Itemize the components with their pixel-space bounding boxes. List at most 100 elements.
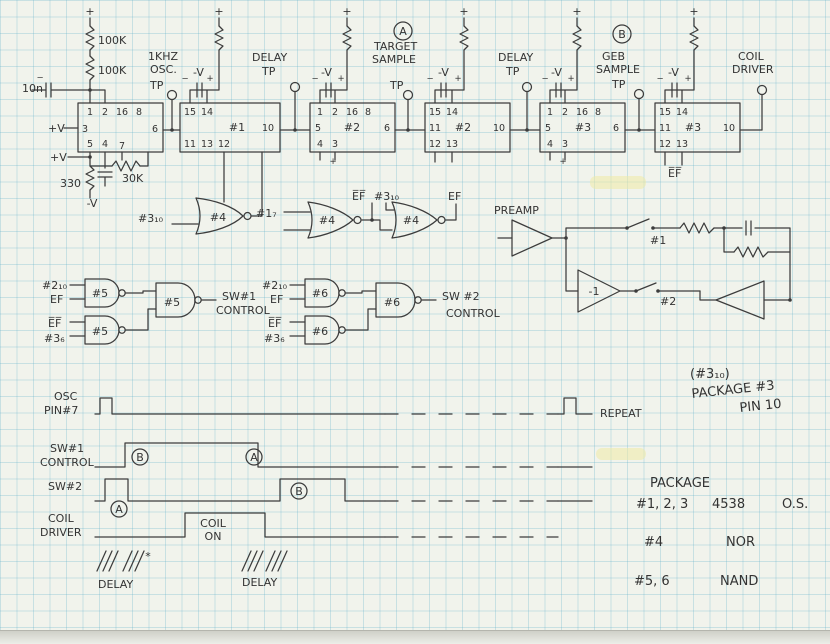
- preamp-label: PREAMP: [494, 204, 539, 217]
- gate4-io-wires: [171, 151, 263, 225]
- ic2-pin: 12: [218, 139, 230, 150]
- tp-label: TP: [261, 65, 276, 78]
- switch1-label: #1: [650, 234, 666, 247]
- nor4-label: #4: [210, 211, 226, 224]
- note-os: O.S.: [782, 497, 808, 512]
- note-g56: #5, 6: [634, 574, 670, 589]
- rc-col-4: [434, 17, 465, 104]
- test-point: [633, 88, 645, 100]
- resistor-30k-label: 30K: [122, 172, 144, 185]
- feedback-resistor-2: [733, 246, 769, 258]
- ic1-pin: 8: [136, 107, 142, 118]
- paper-bottom-edge: [0, 630, 830, 644]
- highlighter-smudges: [590, 176, 646, 460]
- junction-dots: [88, 88, 792, 302]
- feedback-cap: [713, 220, 791, 301]
- highlight-smudge: [596, 448, 646, 460]
- gate4c-wires: [385, 202, 457, 221]
- minusv-label: -V: [551, 66, 562, 79]
- nand6-input-wires: [289, 284, 306, 337]
- note-g4: #4: [644, 535, 663, 550]
- resistor-330: [85, 165, 95, 191]
- nand5-input-wires: [69, 284, 86, 337]
- rc-col-5-res: [572, 25, 582, 51]
- note-nand: NAND: [720, 574, 758, 589]
- nor4-label: #4: [319, 214, 335, 227]
- nand5-label: #5: [92, 287, 108, 300]
- ic4-pin: 10: [493, 123, 505, 134]
- circle-B-sw2: [290, 482, 308, 500]
- wave-coil: [94, 512, 386, 538]
- plus-mark: +: [206, 74, 213, 84]
- resistor-label: 100K: [98, 34, 127, 47]
- feedback-resistor-1: [679, 222, 715, 234]
- wave-label-coil: COIL: [48, 512, 75, 525]
- minus-mark: −: [541, 74, 548, 84]
- ic4-pin: 14: [446, 107, 458, 118]
- switch2-label: #2: [660, 295, 676, 308]
- input-ref-label: #2₁₀: [262, 279, 288, 292]
- minusv-label: -V: [438, 66, 449, 79]
- wave-sw1: [94, 442, 386, 468]
- plus-mark: +: [342, 5, 351, 18]
- nand5-io-wires: [124, 290, 217, 331]
- minus-mark: −: [181, 74, 188, 84]
- ic6-pin: 14: [676, 107, 688, 118]
- feedback-branch: [723, 227, 791, 253]
- wave-label-osc: PIN#7: [44, 404, 78, 417]
- highlight-smudge: [590, 176, 646, 189]
- osc-cap: [31, 82, 106, 104]
- wave-osc-repeat: [557, 397, 593, 415]
- delay-label: DELAY: [252, 51, 287, 64]
- test-point: [166, 89, 178, 101]
- ef-bar-label: E̅F̅: [352, 190, 366, 203]
- ic3-pin: 4: [317, 139, 323, 150]
- marker-A: A: [115, 503, 123, 516]
- input-ref-label: #3₁₀: [138, 212, 164, 225]
- circle-B-sw1: [131, 448, 149, 466]
- coil-on-label: ON: [205, 530, 222, 543]
- rc-col-6-res: [689, 25, 699, 51]
- ic2-pin: 10: [262, 123, 274, 134]
- plus-mark: +: [337, 74, 344, 84]
- circle-B-top: [612, 24, 632, 44]
- ef-bar-label: E̅F̅: [668, 167, 682, 180]
- sw1-control-label: SW#1: [222, 290, 256, 303]
- wave-label-coil: DRIVER: [40, 526, 82, 539]
- ic3-pin: 16: [346, 107, 358, 118]
- plus-mark: +: [454, 74, 461, 84]
- minusv-label: -V: [668, 66, 679, 79]
- test-point: [521, 81, 533, 93]
- ic2-label: #1: [229, 121, 245, 134]
- nand5-label: #5: [92, 325, 108, 338]
- tp-label: TP: [389, 79, 404, 92]
- plus-mark: +: [85, 5, 94, 18]
- plusv-label: +V: [48, 122, 65, 135]
- ic1-pin: 5: [87, 139, 93, 150]
- marker-B: B: [618, 28, 626, 41]
- input-ref-label: #1₇: [256, 207, 277, 220]
- inverter-wires: [565, 237, 701, 292]
- resistor-30k: [111, 160, 141, 172]
- marker-A: A: [399, 25, 407, 38]
- ic-box-3: [309, 102, 396, 153]
- ic3-label: #2: [344, 121, 360, 134]
- note-package: PACKAGE: [650, 476, 710, 491]
- inverter-label: -1: [589, 285, 600, 298]
- note-pin10: PIN 10: [739, 397, 782, 416]
- test-point: [402, 89, 414, 101]
- marker-B: B: [295, 485, 303, 498]
- target-sample-label: TARGET: [373, 40, 418, 53]
- rc-col-4-res: [459, 25, 469, 51]
- coil-driver-label: DRIVER: [732, 63, 774, 76]
- sw1-control-label: CONTROL: [216, 304, 271, 317]
- nor-gate-4c: [391, 201, 438, 239]
- ic1-pin: 16: [116, 107, 128, 118]
- bottom-pin-stubs: [319, 151, 683, 166]
- tp-label: TP: [611, 78, 626, 91]
- rc-col-5: [549, 17, 578, 104]
- switch-1: [626, 218, 681, 229]
- ic3-pin: 1: [317, 107, 323, 118]
- nor-gate-4b-bubble: [353, 215, 362, 225]
- rc-col-2: [189, 17, 220, 104]
